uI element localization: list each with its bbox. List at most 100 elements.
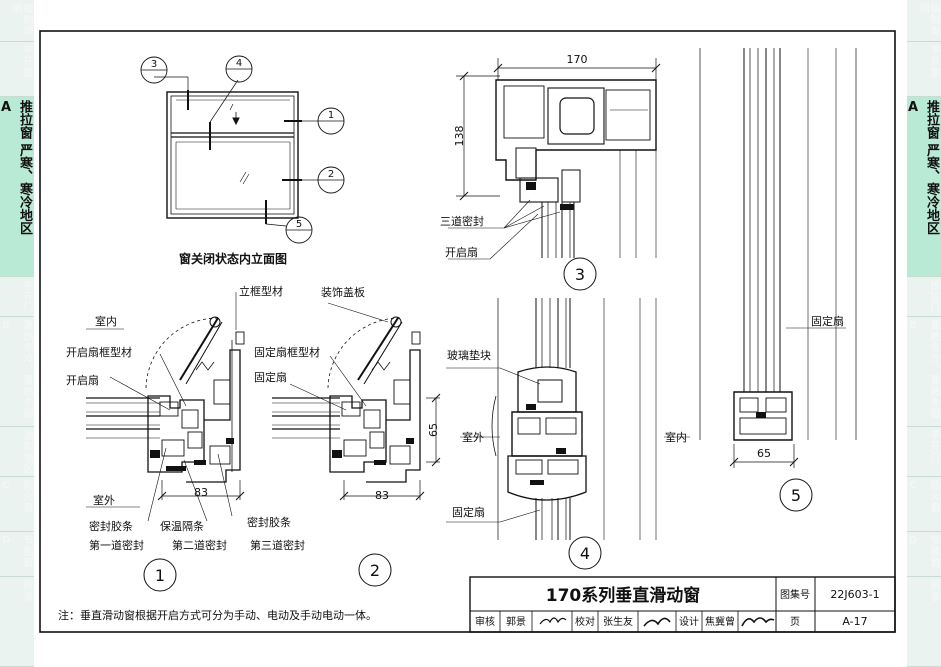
- side-tab-8[interactable]: 附录: [907, 577, 941, 667]
- elev-marker-1: 1: [328, 110, 334, 121]
- detail-2-number: 2: [370, 561, 380, 580]
- footnote: 注：垂直滑动窗根据开启方式可分为手动、电动及手动电动一体。: [58, 609, 377, 622]
- side-tab-code: D: [908, 535, 918, 546]
- proofer-name: 张生友: [603, 615, 633, 628]
- side-tab-2[interactable]: A 推拉窗 严寒、寒冷地区: [0, 97, 34, 277]
- d4-indoor-label: 室内: [665, 430, 687, 444]
- side-tab-label: 温和地区: [21, 430, 32, 474]
- side-tab-label: 平开门: [21, 280, 32, 313]
- detail-3-number: 3: [575, 265, 585, 284]
- d1-outdoor-label: 室外: [93, 493, 115, 507]
- reviewer-name: 郭景: [506, 615, 526, 628]
- d1-thermal-strip-label: 保温隔条: [160, 519, 204, 533]
- side-tab-label: 附录: [21, 580, 32, 602]
- side-tab-2[interactable]: A 推拉窗 严寒、寒冷地区: [907, 97, 941, 277]
- side-tab-5[interactable]: 平开门: [907, 427, 941, 477]
- side-tab-label: 推拉窗 严寒、寒冷地区: [17, 100, 32, 235]
- side-tab-label: 推拉窗 严寒、寒冷地区: [924, 100, 939, 235]
- side-tab-label: 节能窗: [21, 535, 32, 568]
- detail-4-section: [446, 298, 690, 570]
- side-tab-label: 平开门: [928, 430, 939, 463]
- d2-dim-83: 83: [375, 489, 389, 502]
- d1-vertical-frame-label: 立框型材: [239, 284, 283, 298]
- d2-dim-65: 65: [427, 423, 440, 437]
- d1-first-seal-label: 第一道密封: [89, 538, 144, 552]
- d2-fixed-frame-label: 固定扇框型材: [254, 345, 320, 359]
- d4-fixed-label: 固定扇: [452, 505, 485, 519]
- d2-cover-label: 装饰盖板: [321, 285, 365, 299]
- side-tab-label: 防火窗: [928, 480, 939, 513]
- review-label: 审核: [475, 615, 495, 628]
- side-tab-label: 附录: [928, 580, 939, 602]
- side-tab-code: B: [909, 320, 917, 331]
- d4-outdoor-label: 室外: [462, 430, 484, 444]
- detail-1-section: [86, 292, 245, 592]
- detail-3-section: [448, 58, 661, 291]
- d1-seal-strip2-label: 密封胶条: [247, 515, 291, 529]
- right-side-index: 编制说明平开窗 A 推拉窗 严寒、寒冷地区推拉门 B 夏热冬冷、夏热冬暖平开门 C 防火窗 D…: [907, 0, 941, 667]
- page-number: A-17: [842, 615, 867, 628]
- elev-marker-3: 3: [151, 59, 157, 70]
- side-tab-0[interactable]: 编制说明: [0, 0, 34, 42]
- side-tab-5[interactable]: 温和地区: [0, 427, 34, 477]
- side-tab-label: 编制说明: [917, 3, 939, 36]
- side-tab-8[interactable]: 附录: [0, 577, 34, 667]
- side-tab-code: C: [909, 480, 917, 491]
- detail-1-number: 1: [155, 566, 165, 585]
- detail-2-section: [272, 302, 441, 587]
- side-tab-code: D: [1, 535, 11, 546]
- side-tab-7[interactable]: D 节能窗: [0, 532, 34, 577]
- elev-marker-2: 2: [328, 169, 334, 180]
- side-tab-3[interactable]: 推拉门: [907, 277, 941, 317]
- d1-frame-label: 开启扇框型材: [66, 345, 132, 359]
- side-tab-label: 防火窗: [21, 480, 32, 513]
- d1-second-seal-label: 第二道密封: [172, 538, 227, 552]
- side-tab-1[interactable]: 平开窗: [907, 42, 941, 97]
- side-tab-label: 夏热冬冷、夏热冬暖: [21, 320, 32, 419]
- page-label: 页: [790, 616, 800, 628]
- title-block: [469, 576, 896, 633]
- d1-sash-label: 开启扇: [66, 373, 99, 387]
- side-tab-code: C: [2, 480, 10, 491]
- side-tab-label: 编制说明: [10, 3, 32, 36]
- side-tab-label: 夏热冬冷、夏热冬暖: [928, 320, 939, 419]
- detail-5-number: 5: [791, 486, 801, 505]
- d3-dim-138: 138: [453, 126, 466, 147]
- detail-5-section: [699, 48, 857, 512]
- side-tab-1[interactable]: 平开窗: [0, 42, 34, 97]
- design-label: 设计: [679, 615, 699, 628]
- atlas-number-label: 图集号: [780, 588, 810, 601]
- designer-name: 焦冀曾: [705, 615, 735, 628]
- side-tab-4[interactable]: B 夏热冬冷、夏热冬暖: [0, 317, 34, 427]
- d1-indoor-label: 室内: [95, 314, 117, 328]
- side-tab-4[interactable]: B 夏热冬冷、夏热冬暖: [907, 317, 941, 427]
- side-tab-code: B: [2, 320, 10, 331]
- side-tab-label: 平开窗: [21, 45, 32, 78]
- side-tab-6[interactable]: C 防火窗: [0, 477, 34, 532]
- d1-third-seal-label: 第三道密封: [250, 538, 305, 552]
- window-elevation: [140, 55, 345, 244]
- drawing-title: 170系列垂直滑动窗: [546, 585, 701, 606]
- side-tab-0[interactable]: 编制说明: [907, 0, 941, 42]
- left-side-index: 编制说明平开窗 A 推拉窗 严寒、寒冷地区平开门 B 夏热冬冷、夏热冬暖温和地区 C 防火窗…: [0, 0, 34, 667]
- atlas-number: 22J603-1: [830, 588, 879, 601]
- elev-marker-4: 4: [236, 58, 242, 69]
- detail-4-number: 4: [580, 544, 590, 563]
- side-tab-label: 平开窗: [928, 45, 939, 78]
- d3-triple-seal-label: 三道密封: [440, 214, 484, 228]
- side-tab-6[interactable]: C 防火窗: [907, 477, 941, 532]
- d1-dim-83: 83: [194, 486, 208, 499]
- side-tab-code: A: [0, 100, 12, 115]
- proof-label: 校对: [575, 615, 595, 628]
- side-tab-code: A: [907, 100, 919, 115]
- d1-seal-strip-label: 密封胶条: [89, 519, 133, 533]
- d5-fixed-label: 固定扇: [811, 314, 844, 328]
- d5-dim-65: 65: [757, 447, 771, 460]
- side-tab-7[interactable]: D 节能窗: [907, 532, 941, 577]
- d3-dim-170: 170: [567, 53, 588, 66]
- elev-marker-5: 5: [296, 219, 302, 230]
- d4-glass-block-label: 玻璃垫块: [447, 348, 491, 362]
- side-tab-3[interactable]: 平开门: [0, 277, 34, 317]
- side-tab-label: 节能窗: [928, 535, 939, 568]
